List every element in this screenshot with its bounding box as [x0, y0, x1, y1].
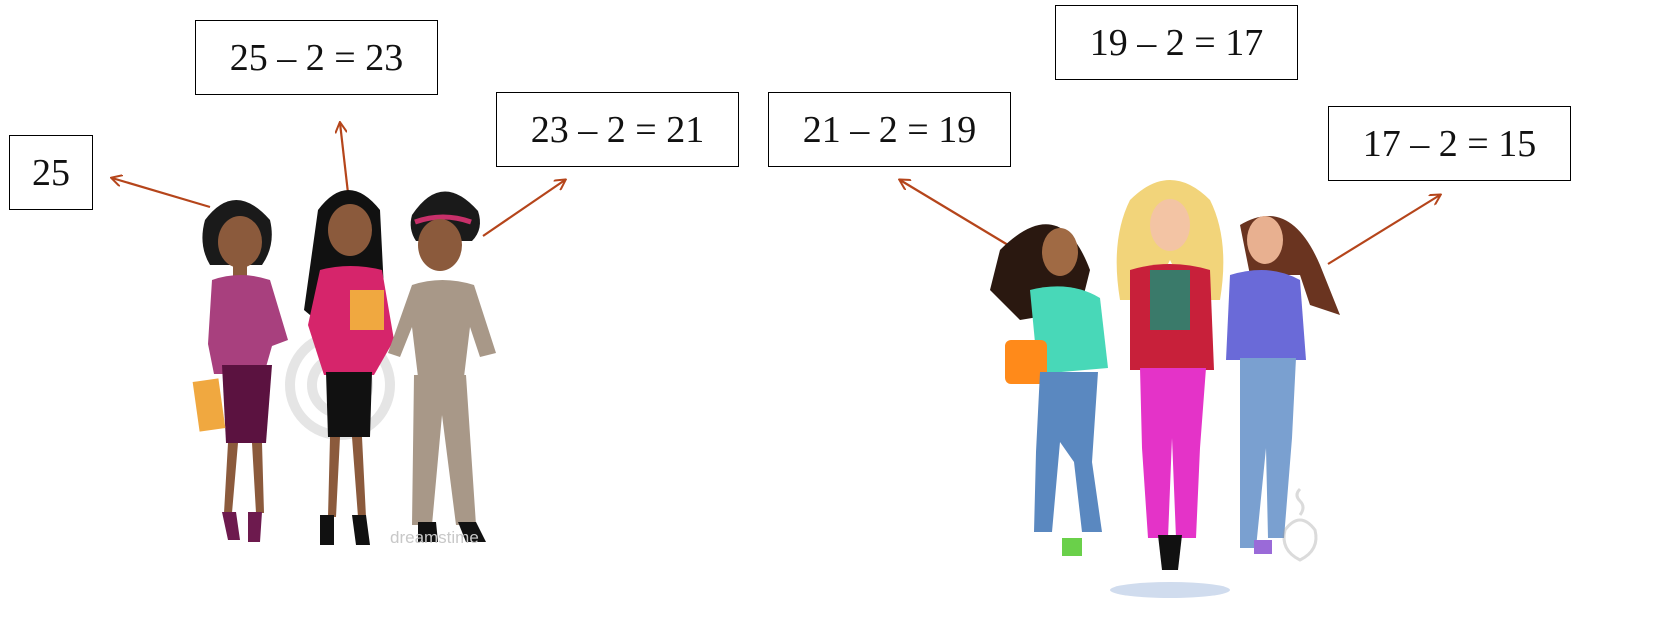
woman-pink-figure	[304, 190, 394, 545]
arrow-to-21	[482, 180, 565, 237]
box-step-21-minus-2: 21 – 2 = 19	[768, 92, 1011, 167]
girl-blonde-figure	[1116, 180, 1224, 570]
arrow-to-15	[1327, 195, 1440, 265]
girl-purple-figure	[1226, 216, 1340, 554]
girl-teal-figure	[990, 224, 1108, 556]
box-start-25: 25	[9, 135, 93, 210]
woman-purple-figure	[192, 200, 288, 542]
arrow-to-23	[340, 123, 350, 194]
woman-grey-suit-figure	[388, 191, 496, 542]
box-step-19-minus-2: 19 – 2 = 17	[1055, 5, 1298, 80]
coffee-cup-watermark-icon	[1282, 487, 1318, 562]
box-step-25-minus-2: 25 – 2 = 23	[195, 20, 438, 95]
arrow-to-25	[112, 178, 211, 209]
arrow-to-19	[900, 180, 1014, 249]
box-step-17-minus-2: 17 – 2 = 15	[1328, 106, 1571, 181]
watermark-text: dreamstime	[390, 528, 479, 547]
ground-shadow	[1110, 582, 1230, 598]
box-step-23-minus-2: 23 – 2 = 21	[496, 92, 739, 167]
